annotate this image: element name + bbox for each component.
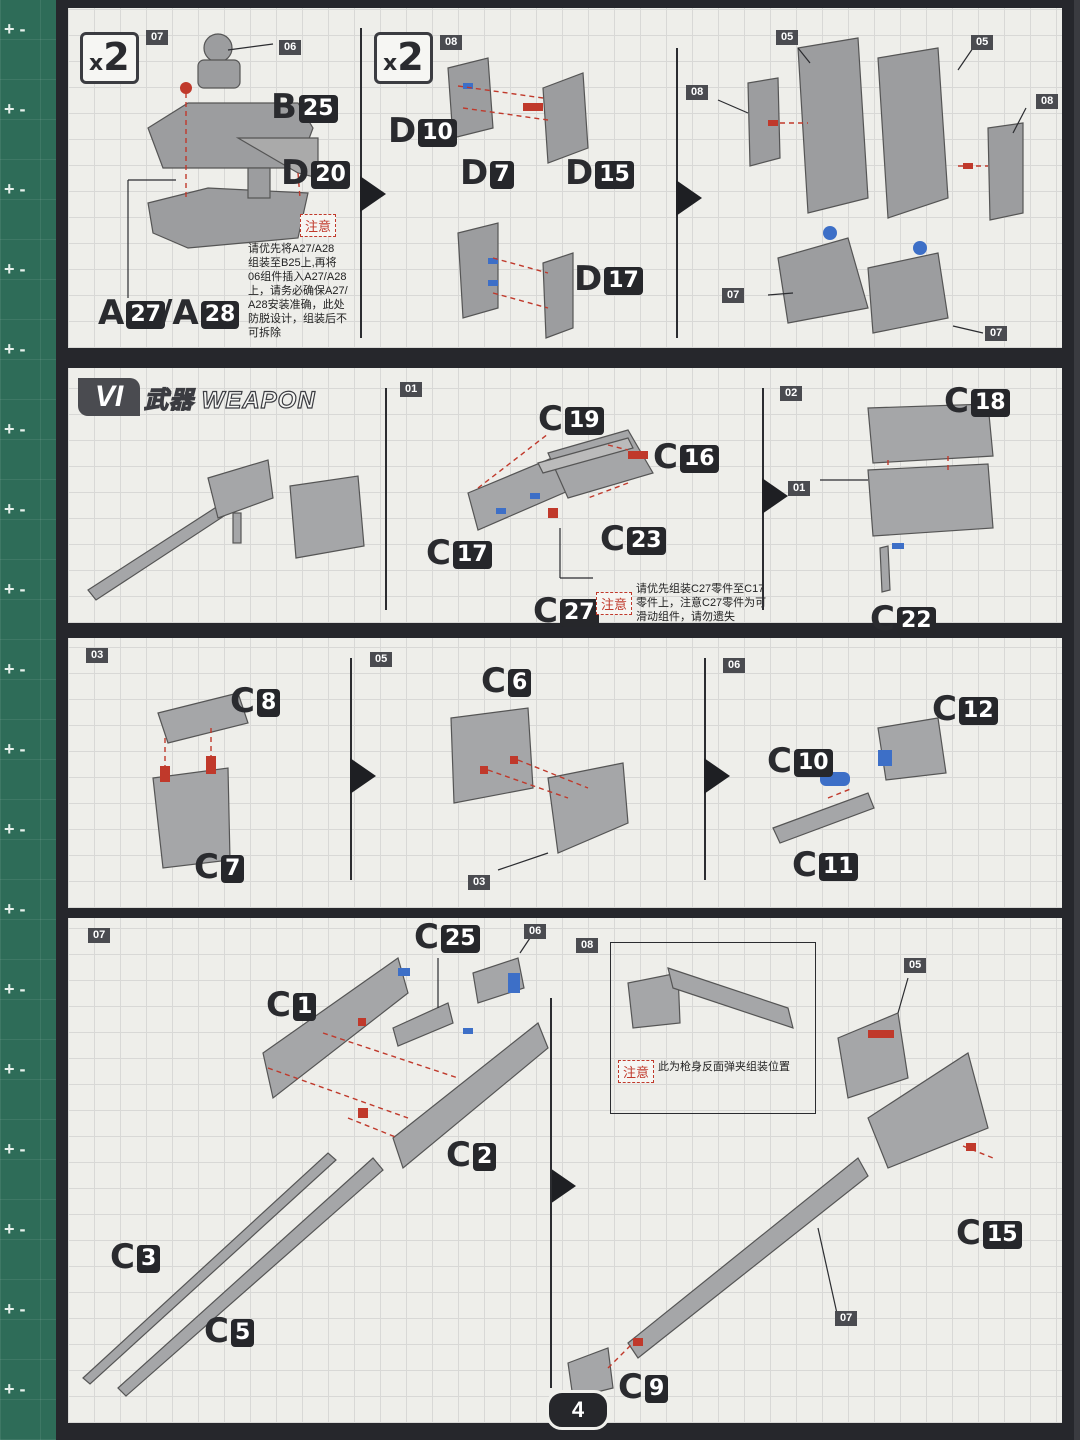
step-arrow-icon	[350, 758, 376, 794]
step-number: 08	[440, 35, 463, 50]
callout-label: 08	[1036, 94, 1059, 109]
panel2-illustration	[87, 403, 994, 601]
panel3-illustration	[152, 692, 947, 871]
panel1-illustration	[127, 33, 1027, 339]
caution-note: 此为枪身反面弹夹组装位置	[658, 1061, 790, 1073]
step-number: 03	[86, 648, 109, 663]
reverse-side-note-box	[610, 942, 816, 1114]
callout-label: 06	[279, 40, 302, 55]
step-number: 06	[723, 658, 746, 673]
callout-label: 07	[722, 288, 745, 303]
caution-tag: 注意	[300, 214, 337, 237]
caution-tag: 注意	[596, 592, 633, 615]
step-arrow-icon	[550, 1168, 576, 1204]
quantity-multiplier: x2	[80, 32, 139, 84]
callout-label: 07	[835, 1311, 858, 1326]
step-arrow-icon	[676, 180, 702, 216]
panel4-illustration	[82, 937, 994, 1399]
step-number: 01	[400, 382, 423, 397]
callout-label: 01	[788, 481, 811, 496]
page-number: 4	[546, 1390, 610, 1430]
callout-label: 05	[904, 958, 927, 973]
step-number: 07	[88, 928, 111, 943]
callout-label: 05	[776, 30, 799, 45]
divider	[385, 388, 387, 610]
weapon-panel-1: VI 武器 WEAPON 01 02 01	[68, 368, 1062, 636]
caution-tag: 注意	[618, 1060, 655, 1083]
quantity-multiplier: x2	[374, 32, 433, 84]
callout-label: 07	[985, 326, 1008, 341]
divider	[550, 998, 552, 1388]
step-number: 05	[370, 652, 393, 667]
step-arrow-icon	[360, 176, 386, 212]
mat-ruler: + -+ - + -+ - + -+ - + -+ - + -+ - + -+ …	[4, 19, 26, 1399]
section-title: 武器 WEAPON	[143, 386, 316, 414]
callout-label: 03	[468, 875, 491, 890]
callout-label: 05	[971, 35, 994, 50]
step-arrow-icon	[762, 478, 788, 514]
callout-label: 08	[686, 85, 709, 100]
step-arrow-icon	[704, 758, 730, 794]
step-number: 02	[780, 386, 803, 401]
callout-label: 06	[524, 924, 547, 939]
page-edge	[1074, 0, 1080, 1440]
section-numeral: VI	[78, 378, 140, 416]
step-number: 08	[576, 938, 599, 953]
step-number: 07	[146, 30, 169, 45]
